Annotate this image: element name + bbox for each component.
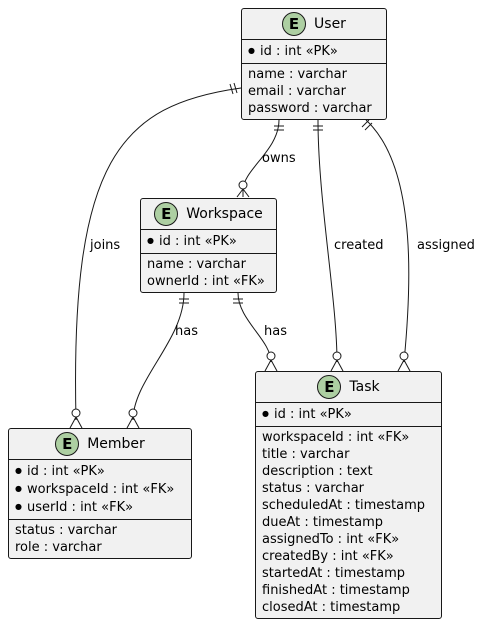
edge-user-task-created: [317, 119, 338, 363]
entity-icon: E: [154, 202, 179, 226]
key-field: id : int «PK»: [15, 463, 191, 481]
key-field: workspaceId : int «FK»: [15, 481, 191, 499]
attribute-field: description : text: [262, 464, 373, 479]
entity-workspace[interactable]: E Workspace id : int «PK» name : varchar…: [140, 198, 277, 293]
attribute-field: email : varchar: [248, 84, 346, 99]
label-has-member: has: [175, 324, 198, 339]
key-field: userId : int «FK»: [15, 499, 191, 517]
label-has-task: has: [264, 324, 287, 339]
attribute-field: name : varchar: [248, 67, 347, 82]
key-section: id : int «PK»: [141, 230, 276, 253]
entity-header: E Member: [9, 429, 191, 459]
entity-header: E Task: [256, 372, 441, 402]
edge-workspace-member: [132, 292, 185, 421]
divider: [9, 459, 191, 460]
entity-title: Workspace: [186, 206, 263, 222]
entity-icon: E: [282, 12, 307, 36]
entity-header: E User: [242, 9, 386, 39]
entity-member[interactable]: E Member id : int «PK» workspaceId : int…: [8, 428, 192, 559]
divider: [242, 39, 386, 40]
attribute-field: ownerId : int «FK»: [147, 274, 265, 289]
attribute-field: workspaceId : int «FK»: [262, 430, 410, 445]
entity-title: Member: [87, 436, 145, 452]
key-section: id : int «PK» workspaceId : int «FK» use…: [9, 460, 191, 519]
attribute-section: status : varchar role : varchar: [9, 520, 191, 558]
attribute-field: finishedAt : timestamp: [262, 583, 410, 598]
divider: [141, 253, 276, 254]
entity-user[interactable]: E User id : int «PK» name : varchar emai…: [241, 8, 387, 120]
entity-title: User: [314, 16, 346, 32]
attribute-section: name : varchar email : varchar password …: [242, 64, 386, 119]
edge-user-member: [75, 87, 242, 421]
attribute-section: name : varchar ownerId : int «FK»: [141, 254, 276, 292]
divider: [242, 63, 386, 64]
label-created: created: [334, 238, 384, 253]
attribute-field: title : varchar: [262, 447, 350, 462]
entity-task[interactable]: E Task id : int «PK» workspaceId : int «…: [255, 371, 442, 619]
edge-user-task-assigned: [365, 119, 410, 363]
attribute-field: password : varchar: [248, 101, 372, 116]
key-section: id : int «PK»: [256, 403, 441, 426]
label-assigned: assigned: [417, 238, 475, 253]
attribute-field: dueAt : timestamp: [262, 515, 384, 530]
attribute-field: status : varchar: [262, 481, 365, 496]
key-field: id : int «PK»: [248, 43, 386, 61]
attribute-field: scheduledAt : timestamp: [262, 498, 426, 513]
attribute-field: assignedTo : int «FK»: [262, 532, 400, 547]
key-field: id : int «PK»: [147, 233, 276, 251]
label-owns: owns: [262, 151, 296, 166]
entity-icon: E: [55, 432, 80, 456]
attribute-section: workspaceId : int «FK» title : varchar d…: [256, 427, 441, 618]
divider: [9, 519, 191, 520]
attribute-field: createdBy : int «FK»: [262, 549, 394, 564]
divider: [141, 229, 276, 230]
entity-icon: E: [317, 375, 342, 399]
attribute-field: status : varchar: [15, 523, 118, 538]
entity-header: E Workspace: [141, 199, 276, 229]
attribute-field: closedAt : timestamp: [262, 600, 401, 615]
key-field: id : int «PK»: [262, 406, 441, 424]
attribute-field: startedAt : timestamp: [262, 566, 406, 581]
divider: [256, 402, 441, 403]
label-joins: joins: [90, 238, 121, 253]
attribute-field: role : varchar: [15, 540, 102, 555]
entity-title: Task: [349, 379, 380, 395]
divider: [256, 426, 441, 427]
key-section: id : int «PK»: [242, 40, 386, 63]
attribute-field: name : varchar: [147, 257, 246, 272]
